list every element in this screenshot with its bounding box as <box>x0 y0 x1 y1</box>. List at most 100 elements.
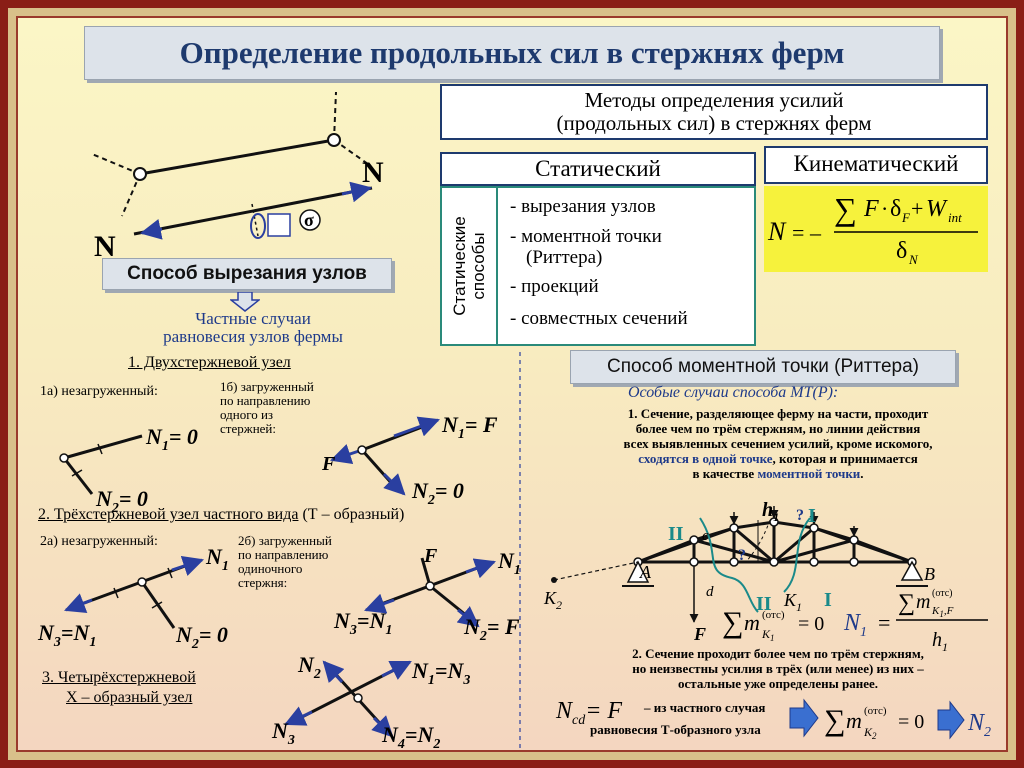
1a-N1: N1= 0 <box>145 424 198 454</box>
node <box>425 581 435 591</box>
h1-label: h1 <box>762 499 779 524</box>
formula-N: N <box>767 217 787 246</box>
f2-note1: – из частного случая <box>643 700 765 715</box>
f2-N2: N2 <box>967 710 991 740</box>
ritter-case2-line3: остальные уже определены ранее. <box>678 676 878 691</box>
1a-N2: N2= 0 <box>95 486 148 514</box>
section-I <box>783 517 811 593</box>
f1-eq: = <box>878 610 890 635</box>
special-cases-line2: равновесия узлов фермы <box>163 327 343 346</box>
case1b-label: 1б) загруженный по направлению одного из… <box>220 380 314 436</box>
ritter-formula-2: Ncd= F – из частного случая равновесия Т… <box>555 698 991 741</box>
case1-diagrams: N1= 0 N2= 0 F N1= F N2= 0 <box>59 412 498 514</box>
section-ellipse <box>250 213 266 239</box>
ritter-label: Способ моментной точки (Риттера) <box>570 350 956 384</box>
truss-bar-top <box>139 138 335 176</box>
case2-title-suffix: (Т – образный) <box>302 506 405 523</box>
formula-eq: = <box>792 220 804 245</box>
dashed-bar <box>333 139 369 165</box>
f2-sup: (отс) <box>864 705 887 717</box>
formula-plus: + <box>911 196 923 221</box>
ritter-special: Особые случаи способа МТ(Р): <box>628 384 839 401</box>
f1-sum: ∑ <box>722 606 743 639</box>
ritter-case1-line3: всех выявленных сечением усилий, кроме и… <box>623 436 933 451</box>
1b-N1: N1= F <box>441 412 498 442</box>
force-arrow <box>456 605 480 628</box>
force-arrow <box>382 472 406 496</box>
rod-section-diagram: σ N N <box>91 91 384 256</box>
f2-msub: K2 <box>863 725 877 741</box>
page-title: Определение продольных сил в стержнях фе… <box>179 35 845 70</box>
kinematic-header: Кинематический <box>764 146 988 184</box>
node <box>353 693 363 703</box>
case2-title: 2. Трёхстержневой узел частного вида (Т … <box>38 506 404 524</box>
K2-point <box>551 577 557 583</box>
formula-sub-F: F <box>901 210 911 225</box>
down-arrow-icon <box>230 292 260 312</box>
kinematic-formula: N = – ∑ F · δ F + W int δ N <box>767 191 978 267</box>
support-B <box>900 560 924 581</box>
formula-minus: – <box>809 220 822 245</box>
K2-line <box>553 561 639 581</box>
tick <box>113 587 119 599</box>
f2-m: m <box>846 708 862 733</box>
case3-title-line2: Х – образный узел <box>66 689 193 706</box>
case2-diagrams: N1 N3=N1 N2= 0 F N1 N3=N1 N2= F <box>37 544 521 648</box>
method-moment-point: - моментной точки <box>510 226 662 247</box>
load-arrow <box>330 444 363 464</box>
f1-num-sup: (отс) <box>932 588 952 599</box>
case2-title-main: 2. Трёхстержневой узел частного вида <box>38 506 299 523</box>
method-nodes-label: Способ вырезания узлов <box>102 258 392 290</box>
ritter-case1-line1: 1. Сечение, разделяющее ферму на части, … <box>627 406 929 421</box>
static-vertical-label: Статические способы <box>442 188 498 344</box>
force-arrow <box>322 660 345 684</box>
ritter-case2-line2: но неизвестны усилия в трёх (или менее) … <box>632 661 924 676</box>
formula-sub-int: int <box>948 210 962 225</box>
case3-title: 3. Четырёхстержневой Х – образный узел <box>42 668 196 708</box>
2b-N1: N1 <box>497 548 521 578</box>
dashed-bar <box>91 153 141 175</box>
ritter-case1-line5: в качестве моментной точки. <box>692 466 864 481</box>
formula-sum: ∑ <box>834 191 857 227</box>
force-arrow <box>364 593 395 614</box>
static-header: Статический <box>440 152 756 186</box>
K2-label: K2 <box>543 588 562 612</box>
support-A <box>626 560 650 583</box>
I-bottom: I <box>824 589 832 611</box>
force-arrow <box>465 558 496 579</box>
force-arrow <box>64 593 93 614</box>
1b-F: F <box>321 453 336 475</box>
1b-N2: N2= 0 <box>411 478 464 508</box>
f1-num-sub: K1,F <box>931 605 954 619</box>
f2-Ncd: Ncd= F <box>555 698 622 728</box>
truss-diagram: II c h1 ? I ? A B K2 d K1 II I F <box>543 499 935 642</box>
section-II <box>699 517 759 613</box>
case1a-label: 1а) незагруженный: <box>40 384 158 399</box>
N-left-label: N <box>94 230 116 256</box>
node <box>137 577 147 587</box>
dashed-bar <box>333 91 337 141</box>
case2b-line2: по направлению <box>238 547 329 562</box>
sigma-label: σ <box>304 210 314 230</box>
method-projections: - проекций <box>510 276 599 297</box>
formula-dot: · <box>881 196 888 221</box>
F-label: F <box>693 624 706 642</box>
case1b-line4: стержней: <box>220 421 276 436</box>
q-label-2: ? <box>738 547 746 564</box>
case2b-label: 2б) загруженный по направлению одиночног… <box>238 534 332 590</box>
dashed-bar <box>121 173 141 217</box>
static-vertical-text: Статические способы <box>450 216 488 316</box>
I-top: I <box>808 505 816 527</box>
tick <box>97 443 103 455</box>
right-arrow-icon <box>789 698 819 738</box>
force-arrow-left <box>139 218 163 240</box>
f1-m: m <box>744 610 760 635</box>
formula-W: W <box>926 196 948 222</box>
method-joint-sections: - совместных сечений <box>510 308 688 329</box>
d-label: d <box>706 584 714 600</box>
force-arrow <box>171 556 204 576</box>
slide: Определение продольных сил в стержнях фе… <box>16 16 1008 752</box>
B-label: B <box>924 564 935 584</box>
2a-N1: N1 <box>205 544 229 574</box>
f2-note2: равновесия Т-образного узла <box>590 722 761 737</box>
